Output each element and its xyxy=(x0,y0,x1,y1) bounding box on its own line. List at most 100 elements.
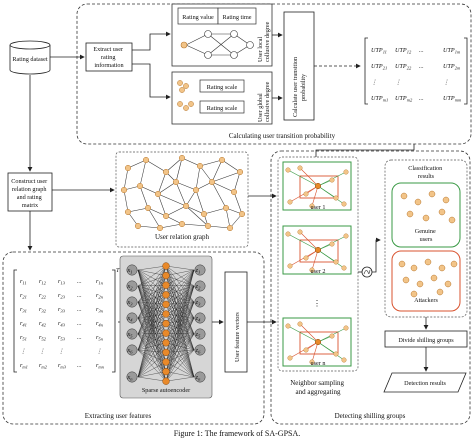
arrow-extract-to-global xyxy=(132,63,171,100)
arrow-sum-to-classification xyxy=(372,237,381,273)
neighbor-user-icon xyxy=(333,195,339,201)
neighbor-user-icon xyxy=(309,359,315,365)
input-node-label: x6 xyxy=(127,347,134,354)
rating-time-box xyxy=(217,7,257,25)
rating-cell: r43 xyxy=(58,320,66,328)
neighbor-user-icon xyxy=(297,229,303,235)
genuine-user-icon xyxy=(406,210,414,218)
graph-edge xyxy=(159,223,183,229)
graph-edge xyxy=(207,225,231,229)
neighbor-user-icon xyxy=(333,259,339,265)
neighbor-user-icon xyxy=(287,263,293,269)
output-node xyxy=(194,264,206,276)
graph-edge xyxy=(229,213,243,229)
svg-text:User global collusive degr: User global collusive degree xyxy=(257,81,271,122)
graph-user-icon xyxy=(226,224,234,232)
output-node-label: z4 xyxy=(195,315,201,322)
svg-text:User local collusive degre: User local collusive degree xyxy=(257,21,271,62)
rating-cell: r31 xyxy=(20,306,27,314)
relation-graph-edges xyxy=(123,157,243,229)
hidden-node xyxy=(162,348,170,357)
user-panel-label: user n xyxy=(311,360,326,367)
global-user-icons xyxy=(177,80,194,111)
hidden-node xyxy=(162,319,170,328)
genuine-user-icon xyxy=(428,190,436,198)
graph-edge xyxy=(145,159,167,173)
center-user-icon xyxy=(314,246,322,254)
attacker-icon xyxy=(438,264,446,272)
graph-user-icon xyxy=(196,162,204,170)
utp-cell: ... xyxy=(419,63,424,70)
hidden-node xyxy=(162,377,170,385)
genuine-line-2: users xyxy=(420,236,433,243)
graph-edge xyxy=(165,157,183,173)
graph-edge xyxy=(157,181,177,195)
graph-user-icon xyxy=(124,164,132,172)
output-node-label: z2 xyxy=(195,283,201,290)
rating-cell: ⋮ xyxy=(39,348,45,355)
divide-label: Divide shilling groups xyxy=(398,337,454,344)
detect-caption: Detecting shilling groups xyxy=(335,412,406,420)
attacker-icon xyxy=(430,274,438,282)
graph-edge xyxy=(211,181,235,193)
utp-cell: UTPm2 xyxy=(395,95,413,103)
rating-dataset-label: Rating dataset xyxy=(12,56,48,63)
feature-vectors-label: User feature vectors xyxy=(234,312,241,362)
graph-user-icon xyxy=(136,182,144,190)
hidden-node xyxy=(162,358,170,366)
neighbor-user-icon xyxy=(297,321,303,327)
hidden-node xyxy=(162,281,170,289)
detect-vdots: ⋮ xyxy=(313,299,321,308)
center-user-icon xyxy=(314,182,322,190)
graph-user-icon xyxy=(208,178,216,186)
rating-cell: r3n xyxy=(96,306,104,314)
rating-scale-label-2: Rating scale xyxy=(207,105,238,112)
output-node xyxy=(194,280,206,292)
rating-cell: ⋮ xyxy=(58,348,64,355)
output-node-label: zn xyxy=(195,374,201,381)
graph-edge xyxy=(233,171,241,193)
graph-user-icon xyxy=(154,190,162,198)
graph-user-icon xyxy=(192,186,200,194)
genuine-user-icon xyxy=(414,198,422,206)
graph-user-icon xyxy=(230,188,238,196)
rating-cell: rm1 xyxy=(20,362,28,370)
hidden-node xyxy=(162,291,170,299)
utp-cell: UTPm1 xyxy=(371,95,388,103)
neighbor-user-icon xyxy=(329,333,335,339)
rating-cell: ⋮ xyxy=(20,348,26,355)
construct-line-2: relation graph xyxy=(12,186,47,193)
neighbor-user-icon xyxy=(285,323,291,329)
input-node-label: x5 xyxy=(127,331,134,338)
genuine-user-icons xyxy=(400,190,456,224)
transpose-mark: T xyxy=(116,267,120,274)
global-degree-line-2: collusive degree xyxy=(264,81,271,122)
rating-cell: r33 xyxy=(58,306,66,314)
graph-edge xyxy=(233,191,243,215)
feature-section-box xyxy=(2,251,265,425)
neighbor-user-icon xyxy=(341,265,347,271)
results-label: Detection results xyxy=(404,380,446,387)
neighbor-user-icon xyxy=(343,169,349,175)
graph-user-icon xyxy=(124,208,132,216)
output-node-label: z3 xyxy=(195,299,201,306)
output-node xyxy=(194,344,206,356)
aggregate-circle xyxy=(361,266,373,278)
graph-user-icon xyxy=(178,154,186,162)
utp-cell: UTP21 xyxy=(371,63,387,71)
genuine-user-icon xyxy=(448,216,456,224)
input-node-label: xn xyxy=(127,374,134,381)
graph-caption: User relation graph xyxy=(155,233,210,241)
attackers-label: Attackers xyxy=(414,297,438,304)
neighbor-user-icon xyxy=(329,241,335,247)
user-panel-label: user 2 xyxy=(311,268,326,275)
utp-cell: ⋮ xyxy=(443,79,449,86)
construct-line-1: Construct user xyxy=(11,178,47,185)
hidden-node xyxy=(162,367,170,376)
neighbor-user-icon xyxy=(343,325,349,331)
relation-graph-nodes xyxy=(120,154,246,232)
